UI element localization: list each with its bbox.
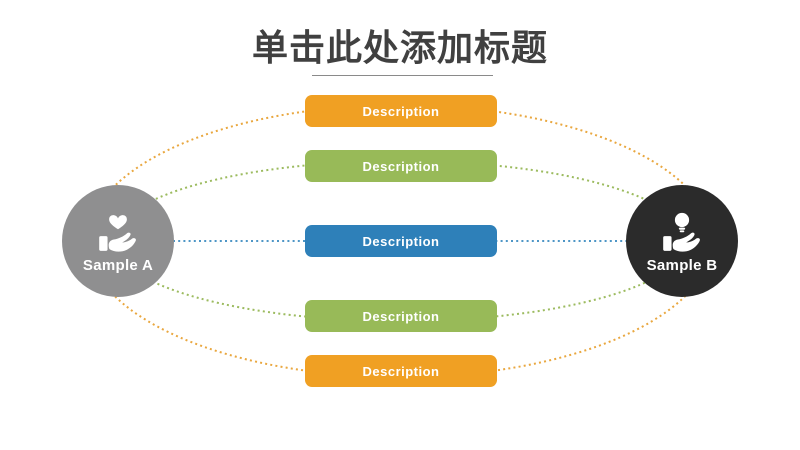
bar-label: Description xyxy=(362,233,440,249)
page-title[interactable]: 单击此处添加标题 xyxy=(251,27,548,68)
hand-heart-icon xyxy=(99,214,136,252)
description-bar[interactable]: Description xyxy=(305,300,497,332)
description-bar[interactable]: Description xyxy=(305,150,497,182)
title-underline xyxy=(312,75,493,76)
sample-b-node[interactable]: Sample B xyxy=(626,185,738,297)
description-bar[interactable]: Description xyxy=(305,95,497,127)
bar-label: Description xyxy=(362,103,440,119)
hand-bulb-icon xyxy=(663,212,700,252)
description-bar[interactable]: Description xyxy=(305,225,497,257)
bar-label: Description xyxy=(362,308,440,324)
node-label: Sample A xyxy=(82,256,154,274)
node-label: Sample B xyxy=(646,256,718,274)
sample-a-node[interactable]: Sample A xyxy=(62,185,174,297)
description-bar[interactable]: Description xyxy=(305,355,497,387)
bar-label: Description xyxy=(362,158,440,174)
bar-label: Description xyxy=(362,363,440,379)
